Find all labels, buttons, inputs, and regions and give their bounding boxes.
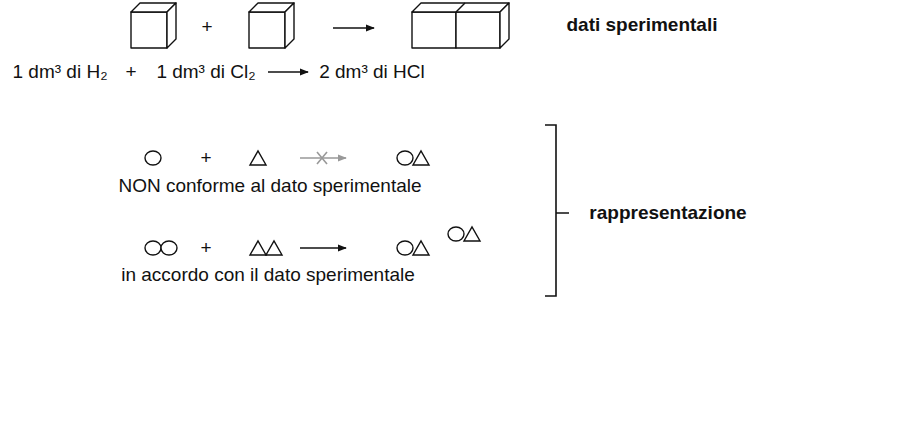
plus-sign: + [200,147,211,169]
reactant-label: 1 dm³ di H₂ [12,61,107,83]
plus-sign: + [201,16,212,38]
plus-sign: + [200,237,211,259]
chlorine-atom [266,241,282,255]
product-label: 2 dm³ di HCl [319,61,425,83]
section-heading: rappresentazione [589,202,746,224]
crossed-arrow [300,152,346,164]
chlorine-atom [413,151,429,165]
reactant-label: 1 dm³ di Cl₂ [156,61,255,83]
reaction-arrow [268,71,308,73]
plus-sign: + [125,61,136,83]
section-heading: dati sperimentali [567,14,718,36]
reaction-arrow [333,27,374,29]
hydrogen-atom [161,241,177,255]
reaction-arrow [300,247,346,249]
hydrogen-atom [397,241,413,255]
double-volume-cube [412,3,509,48]
chlorine-atom [250,241,266,255]
hydrogen-atom [145,241,161,255]
chlorine-atom [464,227,480,241]
volume-cube [131,3,176,48]
hydrogen-atom [397,151,413,165]
chlorine-atom [250,151,266,165]
volume-cube [249,3,294,48]
hydrogen-atom [145,151,161,165]
grouping-bracket [545,125,569,296]
chlorine-atom [413,241,429,255]
caption-note: NON conforme al dato sperimentale [118,175,421,197]
hydrogen-atom [448,227,464,241]
caption-note: in accordo con il dato sperimentale [121,264,415,286]
